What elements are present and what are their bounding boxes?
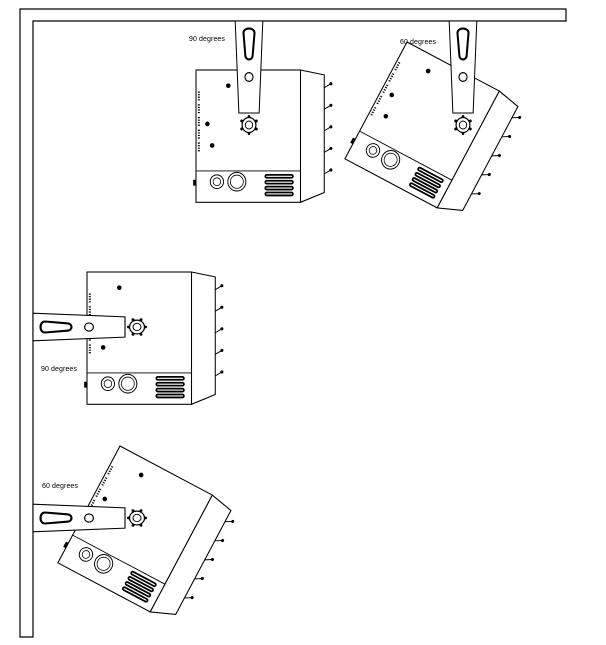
label-ceiling-90: 90 degrees (189, 36, 226, 43)
ceiling-mount-60 (341, 19, 529, 224)
wall-mount-90 (31, 270, 225, 406)
wall-mount-60 (31, 443, 242, 628)
label-wall-60: 60 degrees (42, 483, 79, 490)
wall-ceiling-outline (19, 8, 567, 638)
ceiling-mount-90 (192, 19, 334, 204)
label-wall-90: 90 degrees (41, 366, 78, 373)
label-ceiling-60: 60 degrees (400, 39, 437, 46)
